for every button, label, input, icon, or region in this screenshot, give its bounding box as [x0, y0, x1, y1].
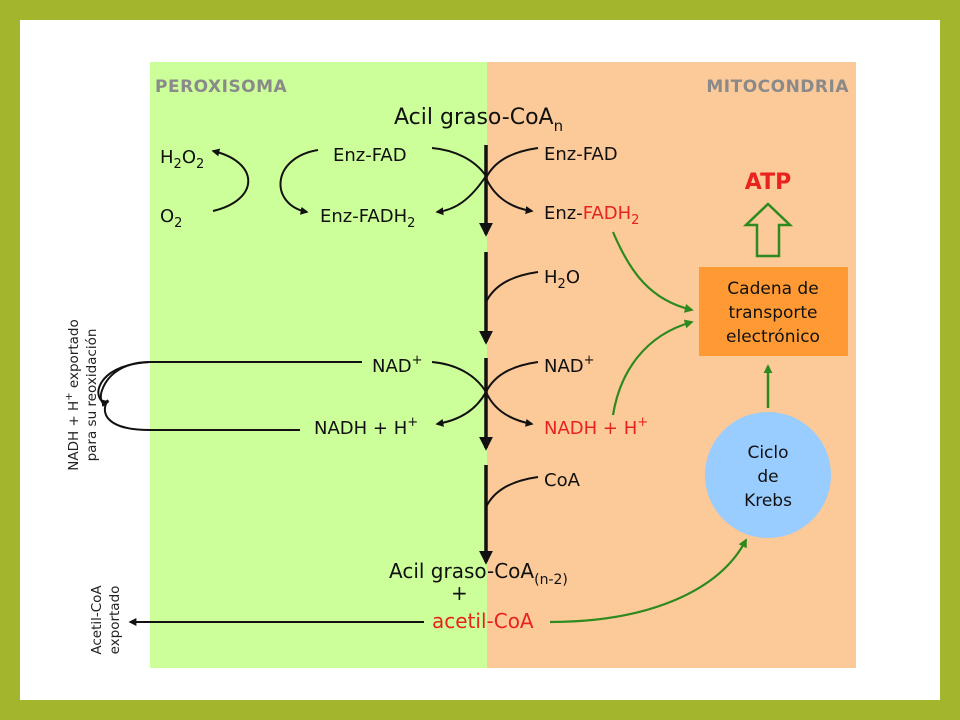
- peroxisome-title: PEROXISOMA: [155, 77, 288, 97]
- mito-enz-fad: Enz-FAD: [544, 144, 618, 165]
- atp-label: ATP: [745, 170, 791, 195]
- product-plus: +: [451, 581, 468, 605]
- krebs-cycle-circle: [705, 412, 831, 538]
- electron-chain-box: [699, 267, 848, 356]
- krebs-line-1: Ciclo: [747, 443, 788, 463]
- fadh2-to-chain-arrow: [611, 231, 694, 313]
- krebs-line-2: de: [757, 467, 778, 487]
- mito-enz-fadh2: Enz-FADH2: [544, 203, 639, 228]
- h2o-label: H2O: [544, 267, 580, 292]
- peroxisome-region: [150, 62, 487, 668]
- mitochondria-title: MITOCONDRIA: [706, 77, 849, 97]
- svg-text:NADH + H+ exportado: NADH + H+ exportado: [64, 319, 82, 470]
- perox-enz-fad: Enz-FAD: [333, 145, 407, 166]
- mito-nadh: NADH + H+: [544, 415, 648, 439]
- atp-hollow-arrow: [742, 202, 794, 258]
- svg-text:Acetil-CoA: Acetil-CoA: [89, 585, 105, 655]
- chain-line-2: transporte: [728, 303, 817, 323]
- h2o2-label: H2O2: [160, 147, 204, 172]
- product-acetil: acetil-CoA: [432, 609, 534, 633]
- chain-line-1: Cadena de: [727, 279, 818, 299]
- chain-line-3: electrónico: [726, 327, 820, 347]
- perox-x-arc-fad: [279, 149, 319, 215]
- perox-curve-top: [431, 147, 487, 177]
- substrate-top: Acil graso-CoAn: [394, 105, 563, 135]
- mito-curve-h2o: [485, 271, 539, 303]
- mitochondria-region: [487, 62, 856, 668]
- perox-nadh: NADH + H+: [314, 415, 418, 439]
- mito-curve-nad: [484, 361, 539, 427]
- nadh-export-label: NADH + H+ exportado para su reoxidación: [64, 319, 100, 470]
- acetil-export-label: Acetil-CoA exportado: [89, 585, 123, 655]
- perox-enz-fadh2: Enz-FADH2: [320, 206, 415, 231]
- mito-curve-fad: [484, 147, 539, 215]
- svg-text:para su reoxidación: para su reoxidación: [84, 329, 100, 462]
- perox-x-arc-o2: [211, 148, 250, 212]
- acetil-to-krebs-arrow: [549, 538, 747, 624]
- svg-text:exportado: exportado: [107, 586, 123, 655]
- o2-label: O2: [160, 206, 182, 231]
- perox-nad: NAD+: [372, 353, 423, 377]
- mito-nad: NAD+: [544, 353, 595, 377]
- perox-curve-fad: [435, 175, 487, 216]
- krebs-line-3: Krebs: [744, 491, 792, 511]
- nadh-export-loop-arrow: [97, 361, 151, 408]
- coa-label: CoA: [544, 470, 581, 491]
- nadh-to-chain-arrow: [611, 319, 694, 416]
- mito-curve-coa: [485, 476, 539, 508]
- product-acil: Acil graso-CoA(n-2): [389, 559, 568, 588]
